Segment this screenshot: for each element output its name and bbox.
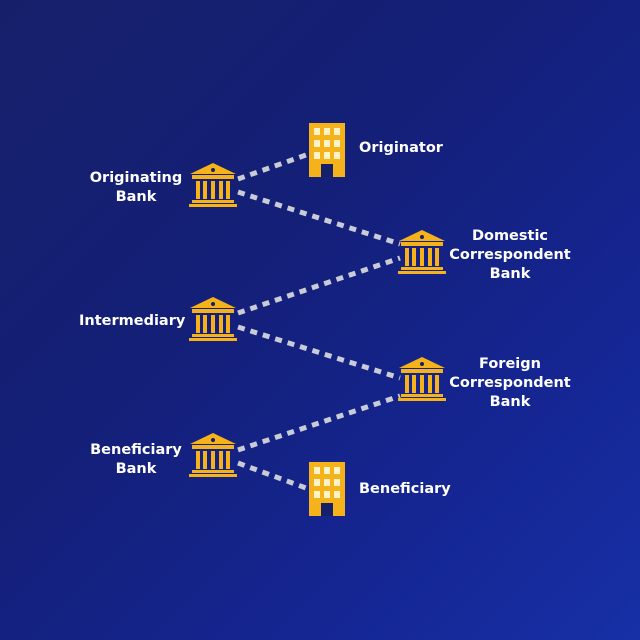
connectors: [237, 152, 401, 491]
beneficiary-label: Beneficiary: [359, 481, 451, 497]
foreign-correspondent-bank-label: Foreign Correspondent Bank: [449, 356, 571, 410]
domestic-correspondent-bank-label: Domestic Correspondent Bank: [449, 228, 571, 282]
beneficiary-bank-label: Beneficiary Bank: [90, 442, 182, 477]
connector-intermediary-domestic-correspondent: [237, 255, 401, 316]
office-building-icon: [309, 123, 345, 177]
connector-originating-bank-originator: [237, 152, 307, 182]
office-building-icon: [309, 462, 345, 516]
bank-icon: [189, 163, 237, 207]
connector-beneficiary-bank-beneficiary: [237, 460, 307, 491]
originator-label: Originator: [359, 140, 443, 156]
bank-icon: [398, 230, 446, 274]
connector-intermediary-foreign-correspondent: [237, 324, 401, 381]
connector-originating-bank-domestic-correspondent: [237, 189, 401, 247]
bank-icon: [189, 433, 237, 477]
connector-beneficiary-bank-foreign-correspondent: [237, 393, 401, 453]
bank-icon: [398, 357, 446, 401]
originating-bank-label: Originating Bank: [89, 170, 183, 205]
bank-icon: [189, 297, 237, 341]
intermediary-label: Intermediary: [79, 313, 186, 329]
